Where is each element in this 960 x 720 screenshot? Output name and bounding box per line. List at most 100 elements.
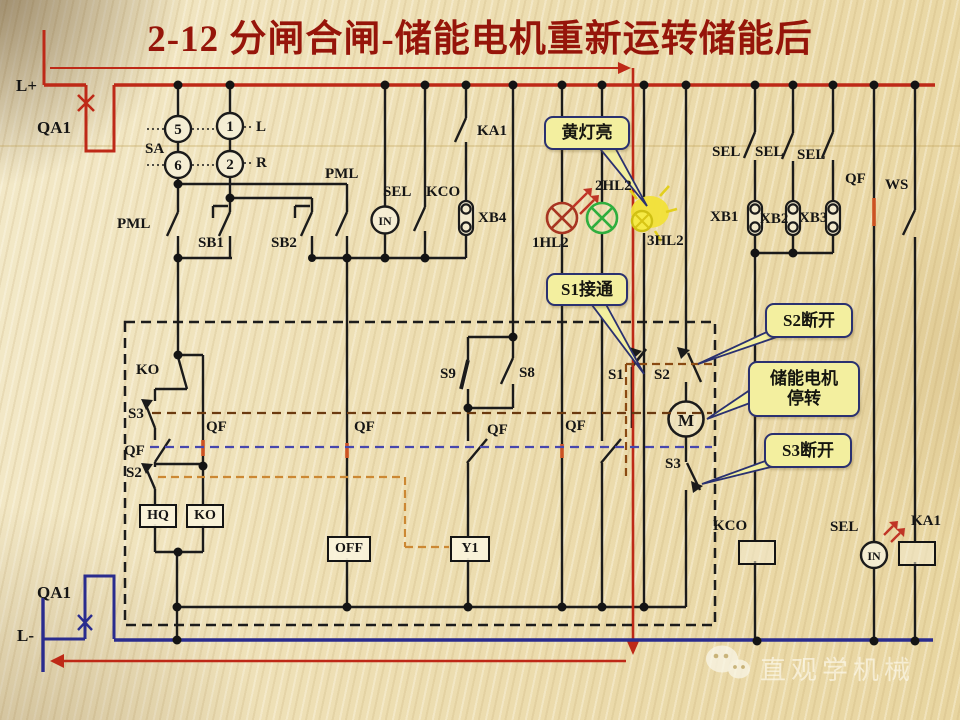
callout-tails: [587, 140, 779, 485]
qa1-bottom-cross: [77, 614, 93, 631]
in-indicators: IN IN: [370, 205, 889, 570]
label-sb1: SB1: [198, 235, 224, 251]
s9-blade: [459, 359, 470, 390]
ko-coil-box: KO: [186, 504, 224, 528]
label-xb1: XB1: [710, 209, 739, 225]
linkage-orange-dashed: [158, 475, 449, 549]
label-xb3: XB3: [799, 210, 828, 226]
label-qf-2: QF: [206, 419, 227, 435]
y1-coil-box: Y1: [450, 536, 490, 562]
qa1-bottom-breaker: [83, 574, 116, 639]
sa-terminal-5: 5: [174, 122, 182, 138]
label-sel-2: SEL: [755, 144, 784, 160]
junction-dots: [172, 80, 920, 646]
callout-tail-motor: [706, 388, 751, 420]
sa-terminal-6: 6: [174, 158, 182, 174]
label-sel-bottom: SEL: [830, 519, 859, 535]
ws-ka1-column: [901, 85, 917, 641]
label-qf-chain: QF: [124, 443, 145, 459]
hq-coil-box: HQ: [139, 504, 177, 528]
sel-contact: [412, 85, 427, 258]
callout-tail-s1: [587, 298, 645, 375]
xb-connectors: [457, 199, 842, 237]
label-qa1-bottom: QA1: [37, 583, 71, 602]
sa-link-dots: [147, 126, 253, 166]
kco-coil: [738, 540, 776, 565]
circuit-wires: [144, 85, 917, 641]
motor-symbol: M: [667, 400, 705, 438]
label-ka1-bottom: KA1: [911, 513, 941, 529]
label-qa1-top: QA1: [37, 118, 71, 137]
label-ws: WS: [885, 177, 909, 193]
label-s2-mid: S2: [654, 367, 670, 383]
label-xb2: XB2: [760, 211, 789, 227]
pml-contact-2: [334, 184, 349, 607]
label-qf-right: QF: [845, 171, 866, 187]
label-kco-top: KCO: [426, 184, 461, 200]
qa1-top-breaker: [84, 85, 116, 153]
label-1hl2: 1HL2: [532, 235, 569, 251]
in-bottom-label: IN: [867, 549, 881, 563]
ka1-contact: [453, 85, 468, 258]
label-l-plus: L+: [16, 76, 38, 95]
label-sb2: SB2: [271, 235, 297, 251]
callout-s3-open: S3断开: [764, 433, 852, 468]
callout-yellow-lamp: 黄灯亮: [544, 116, 630, 150]
sel-xb2-column: [780, 85, 795, 253]
label-ka1-top: KA1: [477, 123, 507, 139]
label-sa-l: L: [256, 119, 267, 135]
callout-s1-closed: S1接通: [546, 273, 628, 306]
callout-tail-s2: [697, 329, 779, 365]
wechat-icon: [706, 645, 750, 679]
label-xb4: XB4: [478, 210, 507, 226]
label-s2-left: S2: [126, 465, 142, 481]
label-2hl2: 2HL2: [595, 178, 632, 194]
in-top-label: IN: [378, 214, 392, 228]
qa1-top-cross: [77, 94, 95, 112]
current-arrowheads: [50, 62, 640, 668]
ko-hq-chain: [144, 353, 205, 640]
motor-label: M: [678, 411, 694, 430]
in-glow-rays: [883, 521, 905, 543]
label-s8: S8: [519, 365, 535, 381]
page-title: 2-12 分闸合闸-储能电机重新运转储能后: [147, 19, 813, 60]
sa-terminal-1: 1: [226, 119, 234, 135]
sb2-contact: [293, 198, 466, 260]
s1-dashed-box: [624, 362, 714, 478]
sa-selector: [163, 111, 245, 180]
mechanism-dashed-box: [123, 320, 717, 627]
label-sa-r: R: [256, 155, 267, 171]
sa-terminal-2: 2: [226, 157, 234, 173]
qf-y1-column: [466, 408, 488, 607]
label-qf-4: QF: [487, 422, 508, 438]
watermark-brand: 直观学机械: [760, 655, 916, 685]
label-sel-top: SEL: [383, 184, 412, 200]
lamp-1hl2-glow-rays: [572, 192, 595, 215]
label-sel-3: SEL: [797, 147, 826, 163]
callout-s2-open: S2断开: [765, 303, 853, 338]
ka1-coil: [898, 541, 936, 566]
sb1-contact: [211, 204, 232, 258]
negative-rail-path: [41, 574, 933, 672]
callout-motor-stop-line1: 储能电机: [770, 369, 838, 389]
sel-xb3-column: [820, 85, 835, 253]
off-coil-box: OFF: [327, 536, 371, 562]
label-pml-2: PML: [325, 166, 359, 182]
callout-motor-stop: 储能电机 停转: [748, 361, 860, 417]
s2-m-s3-column: [684, 85, 703, 607]
label-s3-left: S3: [128, 406, 144, 422]
label-s3-mid: S3: [665, 456, 681, 472]
label-sel-1: SEL: [712, 144, 741, 160]
lamp-1hl2: [545, 188, 599, 235]
label-s1: S1: [608, 367, 624, 383]
label-pml-1: PML: [117, 216, 151, 232]
pml-contact-1: [165, 211, 232, 355]
label-qf-3: QF: [354, 419, 375, 435]
label-s9: S9: [440, 366, 456, 382]
label-3hl2: 3HL2: [647, 233, 684, 249]
label-ko: KO: [136, 362, 160, 378]
label-sa: SA: [145, 141, 165, 157]
label-qf-5: QF: [565, 418, 586, 434]
callout-motor-stop-line2: 停转: [787, 389, 821, 408]
